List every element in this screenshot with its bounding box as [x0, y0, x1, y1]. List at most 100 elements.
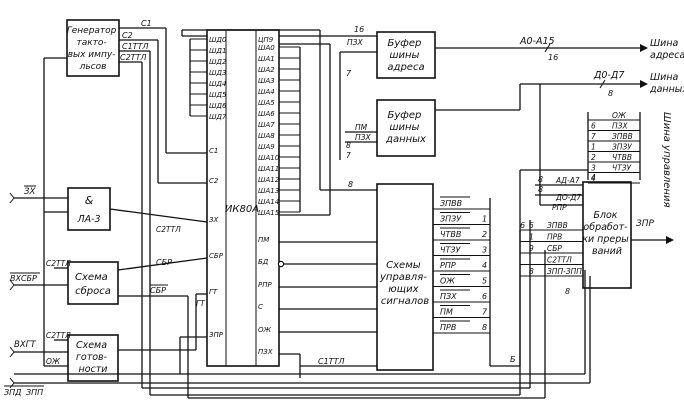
svg-text:ЗПД: ЗПД: [4, 388, 21, 397]
reset-circuit-label: Схема сброса: [75, 272, 111, 297]
ready-circuit-label: Схема готов- ности: [76, 340, 110, 375]
cpu-pin-right: ША9: [258, 143, 275, 151]
cpu-pin-right: ЦП9: [258, 36, 274, 44]
control-output-num: 7: [482, 308, 488, 317]
cpu-pin-left: С2: [209, 177, 219, 185]
int-ad-a7: АД-А7: [555, 176, 580, 185]
svg-text:ВХГТ: ВХГТ: [14, 340, 36, 350]
cpu-pin-left: ШД6: [209, 102, 227, 110]
reset-circuit-block: [67, 261, 119, 305]
cpu-pin-right: БД: [258, 258, 269, 266]
clock-out-c1ttl: С1ТТЛ: [122, 42, 148, 51]
control-output-name: ОЖ: [440, 277, 455, 286]
interrupt-input-num: 9: [529, 244, 534, 253]
c2ttl-label-1: С2ТТЛ: [46, 259, 71, 268]
c2ttl-label-2: С2ТТЛ: [46, 331, 71, 340]
address-bus-wires: [279, 35, 377, 216]
cpu-pin-right: ША0: [258, 44, 275, 52]
cpu-pin-left: ЗХ: [209, 216, 218, 224]
control-bus-line-name: ЗПВВ: [612, 132, 633, 141]
cpu-right-pins: ЦП9ША0ША1ША2ША3ША4ША5ША6ША7ША8ША9ША10ША1…: [258, 36, 301, 356]
control-bus-line-num: 3: [591, 164, 596, 173]
cpu-pin-left: ГТ: [209, 288, 218, 296]
int-rpr: РПР: [552, 203, 567, 212]
interrupt-input-num: 8: [529, 267, 534, 276]
cpu-control-wires: [279, 241, 377, 378]
data-bus-width: 8: [608, 89, 613, 98]
sbr-label: СБР: [156, 258, 172, 267]
control-output-num: 6: [482, 292, 487, 301]
cpu-label: ИК80А: [225, 204, 259, 215]
cpu-pin-right: ША2: [258, 66, 275, 74]
data-pm-label: ПМ: [355, 123, 368, 132]
ready-circuit-block: [67, 334, 119, 382]
control-bus-line-name: ПЗХ: [612, 122, 628, 131]
address-bus-label: А0-А15: [519, 36, 555, 47]
int-zppp-num: 8: [565, 287, 570, 296]
cpu-pin-right: ША6: [258, 110, 275, 118]
control-output-name: ЧТВВ: [440, 230, 461, 239]
control-bus-line-num: 7: [591, 132, 596, 141]
control-bus-line-name: ЗПЗУ: [612, 143, 632, 152]
control-output-num: 3: [482, 246, 487, 255]
interrupt-unit-label: Блок обработ- ки преры ваний: [582, 210, 632, 257]
input-vxsbr: ВХСБР: [9, 272, 68, 291]
data-buffer-block: [376, 99, 436, 157]
control-signals-block: [376, 183, 434, 371]
control-output-name: ПЗХ: [440, 292, 457, 301]
control-output-num: 1: [482, 215, 487, 224]
control-bus-line-num: 4: [591, 174, 596, 183]
cpu-pin-right: С: [258, 303, 263, 311]
clock-out-c2ttl: С2ТТЛ: [120, 53, 146, 62]
cpu-pin-right: ША11: [258, 165, 279, 173]
interrupt-input-name: С2ТТЛ: [547, 256, 572, 265]
gt-label: ГТ: [196, 299, 206, 308]
address-bus-name: Шина адреса: [650, 38, 684, 61]
cpu-pin-left: ШД3: [209, 69, 226, 77]
control-output-name: ПРВ: [440, 323, 456, 332]
clock-out-c1: С1: [141, 19, 152, 28]
int-eight-b: 8: [538, 185, 543, 194]
cpu-pin-right: ША7: [258, 121, 275, 129]
clock-generator-label: Генератор такто- вых импу- льсов: [67, 26, 120, 72]
interrupt-input-num: 1: [529, 233, 534, 242]
interrupt-input-name: СБР: [547, 244, 562, 253]
cpu-pin-left: ШД5: [209, 91, 227, 99]
cpu-pin-left: ЗПР: [209, 331, 224, 339]
input-zx: ЗХ: [9, 185, 68, 204]
cpu-pin-right: РПР: [258, 281, 272, 289]
control-bus-line-name: ОЖ: [612, 111, 627, 120]
control-output-name: ЗПЗУ: [440, 215, 462, 224]
and-gate-block: [67, 187, 111, 231]
and-gate-symbol: &: [85, 194, 94, 207]
data-pzx-label: ПЗХ: [355, 133, 371, 142]
ozh-ready-label: ОЖ: [46, 357, 61, 366]
control-bus-line-num: 6: [591, 122, 596, 131]
control-output-num: 2: [482, 230, 487, 239]
control-output-num: 8: [482, 323, 487, 332]
control-output-name: РПР: [440, 261, 456, 270]
int-six: 6: [520, 221, 525, 230]
cpu-pin-right: ША8: [258, 132, 275, 140]
cpu-pin-left: ШД4: [209, 80, 226, 88]
cpu-pin-right: ПМ: [258, 236, 269, 244]
clock-output-wires: [119, 27, 530, 396]
address-buffer-label: Буфер шины адреса: [387, 38, 424, 73]
data-bus-label: Д0-Д7: [593, 70, 624, 81]
svg-text:ЗХ: ЗХ: [24, 187, 35, 197]
control-output-name: ЧТЗУ: [440, 246, 462, 255]
cpu-pin-right: ПЗХ: [258, 348, 273, 356]
cpu-pin-left: ШД2: [209, 58, 227, 66]
cpu-pin-right: ША4: [258, 88, 275, 96]
data-seven-label: 7: [346, 151, 351, 160]
cpu-pin-right: ША12: [258, 176, 280, 184]
control-bus-line-num: 1: [591, 143, 596, 152]
cpu-pin-right: ША10: [258, 154, 280, 162]
svg-text:ЗПП: ЗПП: [26, 388, 43, 397]
cpu-pin-left: СБР: [209, 252, 224, 260]
input-vxgt: ВХГТ: [9, 340, 68, 358]
